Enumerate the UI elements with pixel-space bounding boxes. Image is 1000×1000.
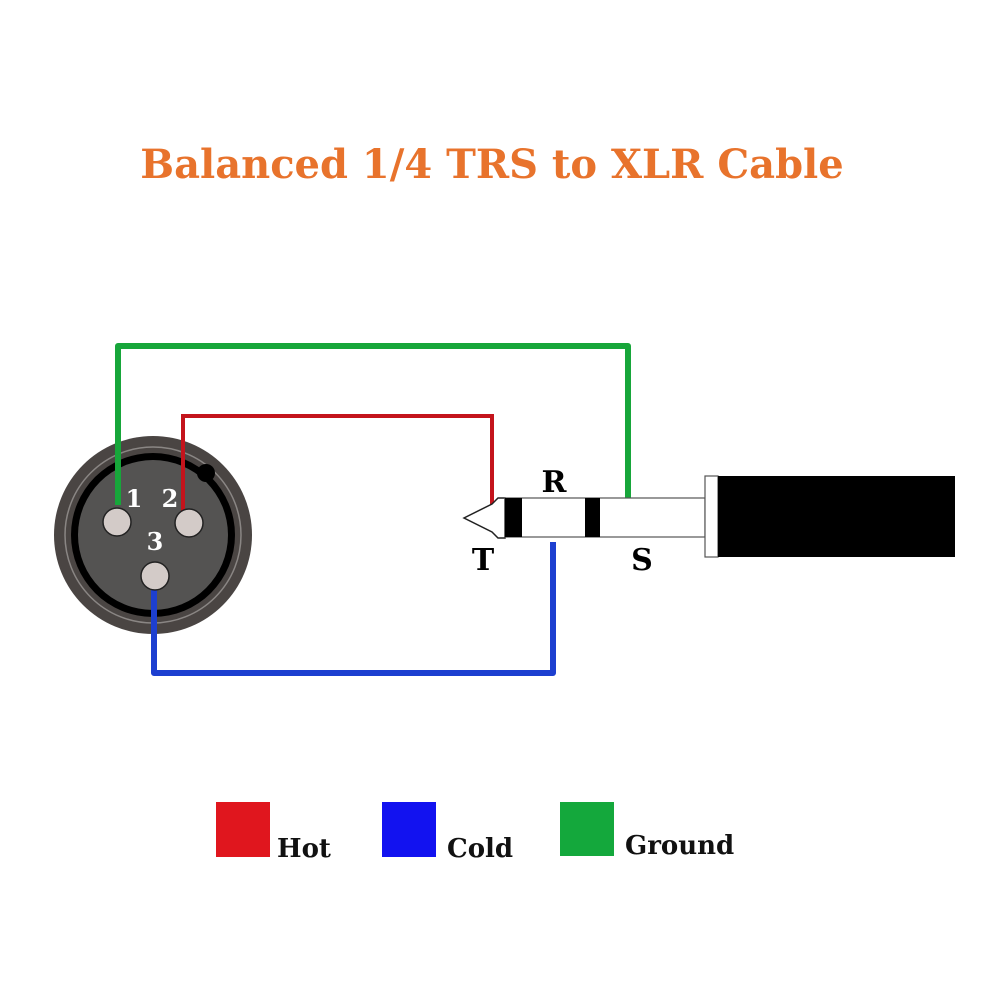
xlr-pin-2 <box>174 508 204 538</box>
legend: Hot Cold Ground <box>216 802 734 864</box>
xlr-pin-3 <box>140 561 170 591</box>
plug-handle <box>718 476 955 557</box>
hot-wire <box>181 414 494 515</box>
sleeve-label: S <box>631 543 653 578</box>
key-notch <box>197 464 215 482</box>
plug-collar <box>704 475 719 558</box>
pin-1-label: 1 <box>126 484 143 513</box>
legend-swatch-cold <box>382 802 436 857</box>
legend-swatch-hot <box>216 802 270 857</box>
trs-tip <box>462 497 506 539</box>
legend-label-ground: Ground <box>625 831 734 861</box>
trs-plug <box>462 475 955 558</box>
trs-shaft <box>504 497 706 538</box>
cold-wire <box>151 542 556 676</box>
diagram-title: Balanced 1/4 TRS to XLR Cable <box>140 141 843 188</box>
xlr-pin-1 <box>102 507 132 537</box>
pin-3-label: 3 <box>147 527 164 556</box>
legend-label-hot: Hot <box>277 834 331 864</box>
ring-label: R <box>542 465 568 500</box>
pin-2-label: 2 <box>162 484 179 513</box>
ring-insulator <box>585 498 600 537</box>
legend-label-cold: Cold <box>447 834 513 864</box>
tip-insulator <box>505 498 522 537</box>
legend-swatch-ground <box>560 802 614 856</box>
tip-label: T <box>472 543 495 578</box>
